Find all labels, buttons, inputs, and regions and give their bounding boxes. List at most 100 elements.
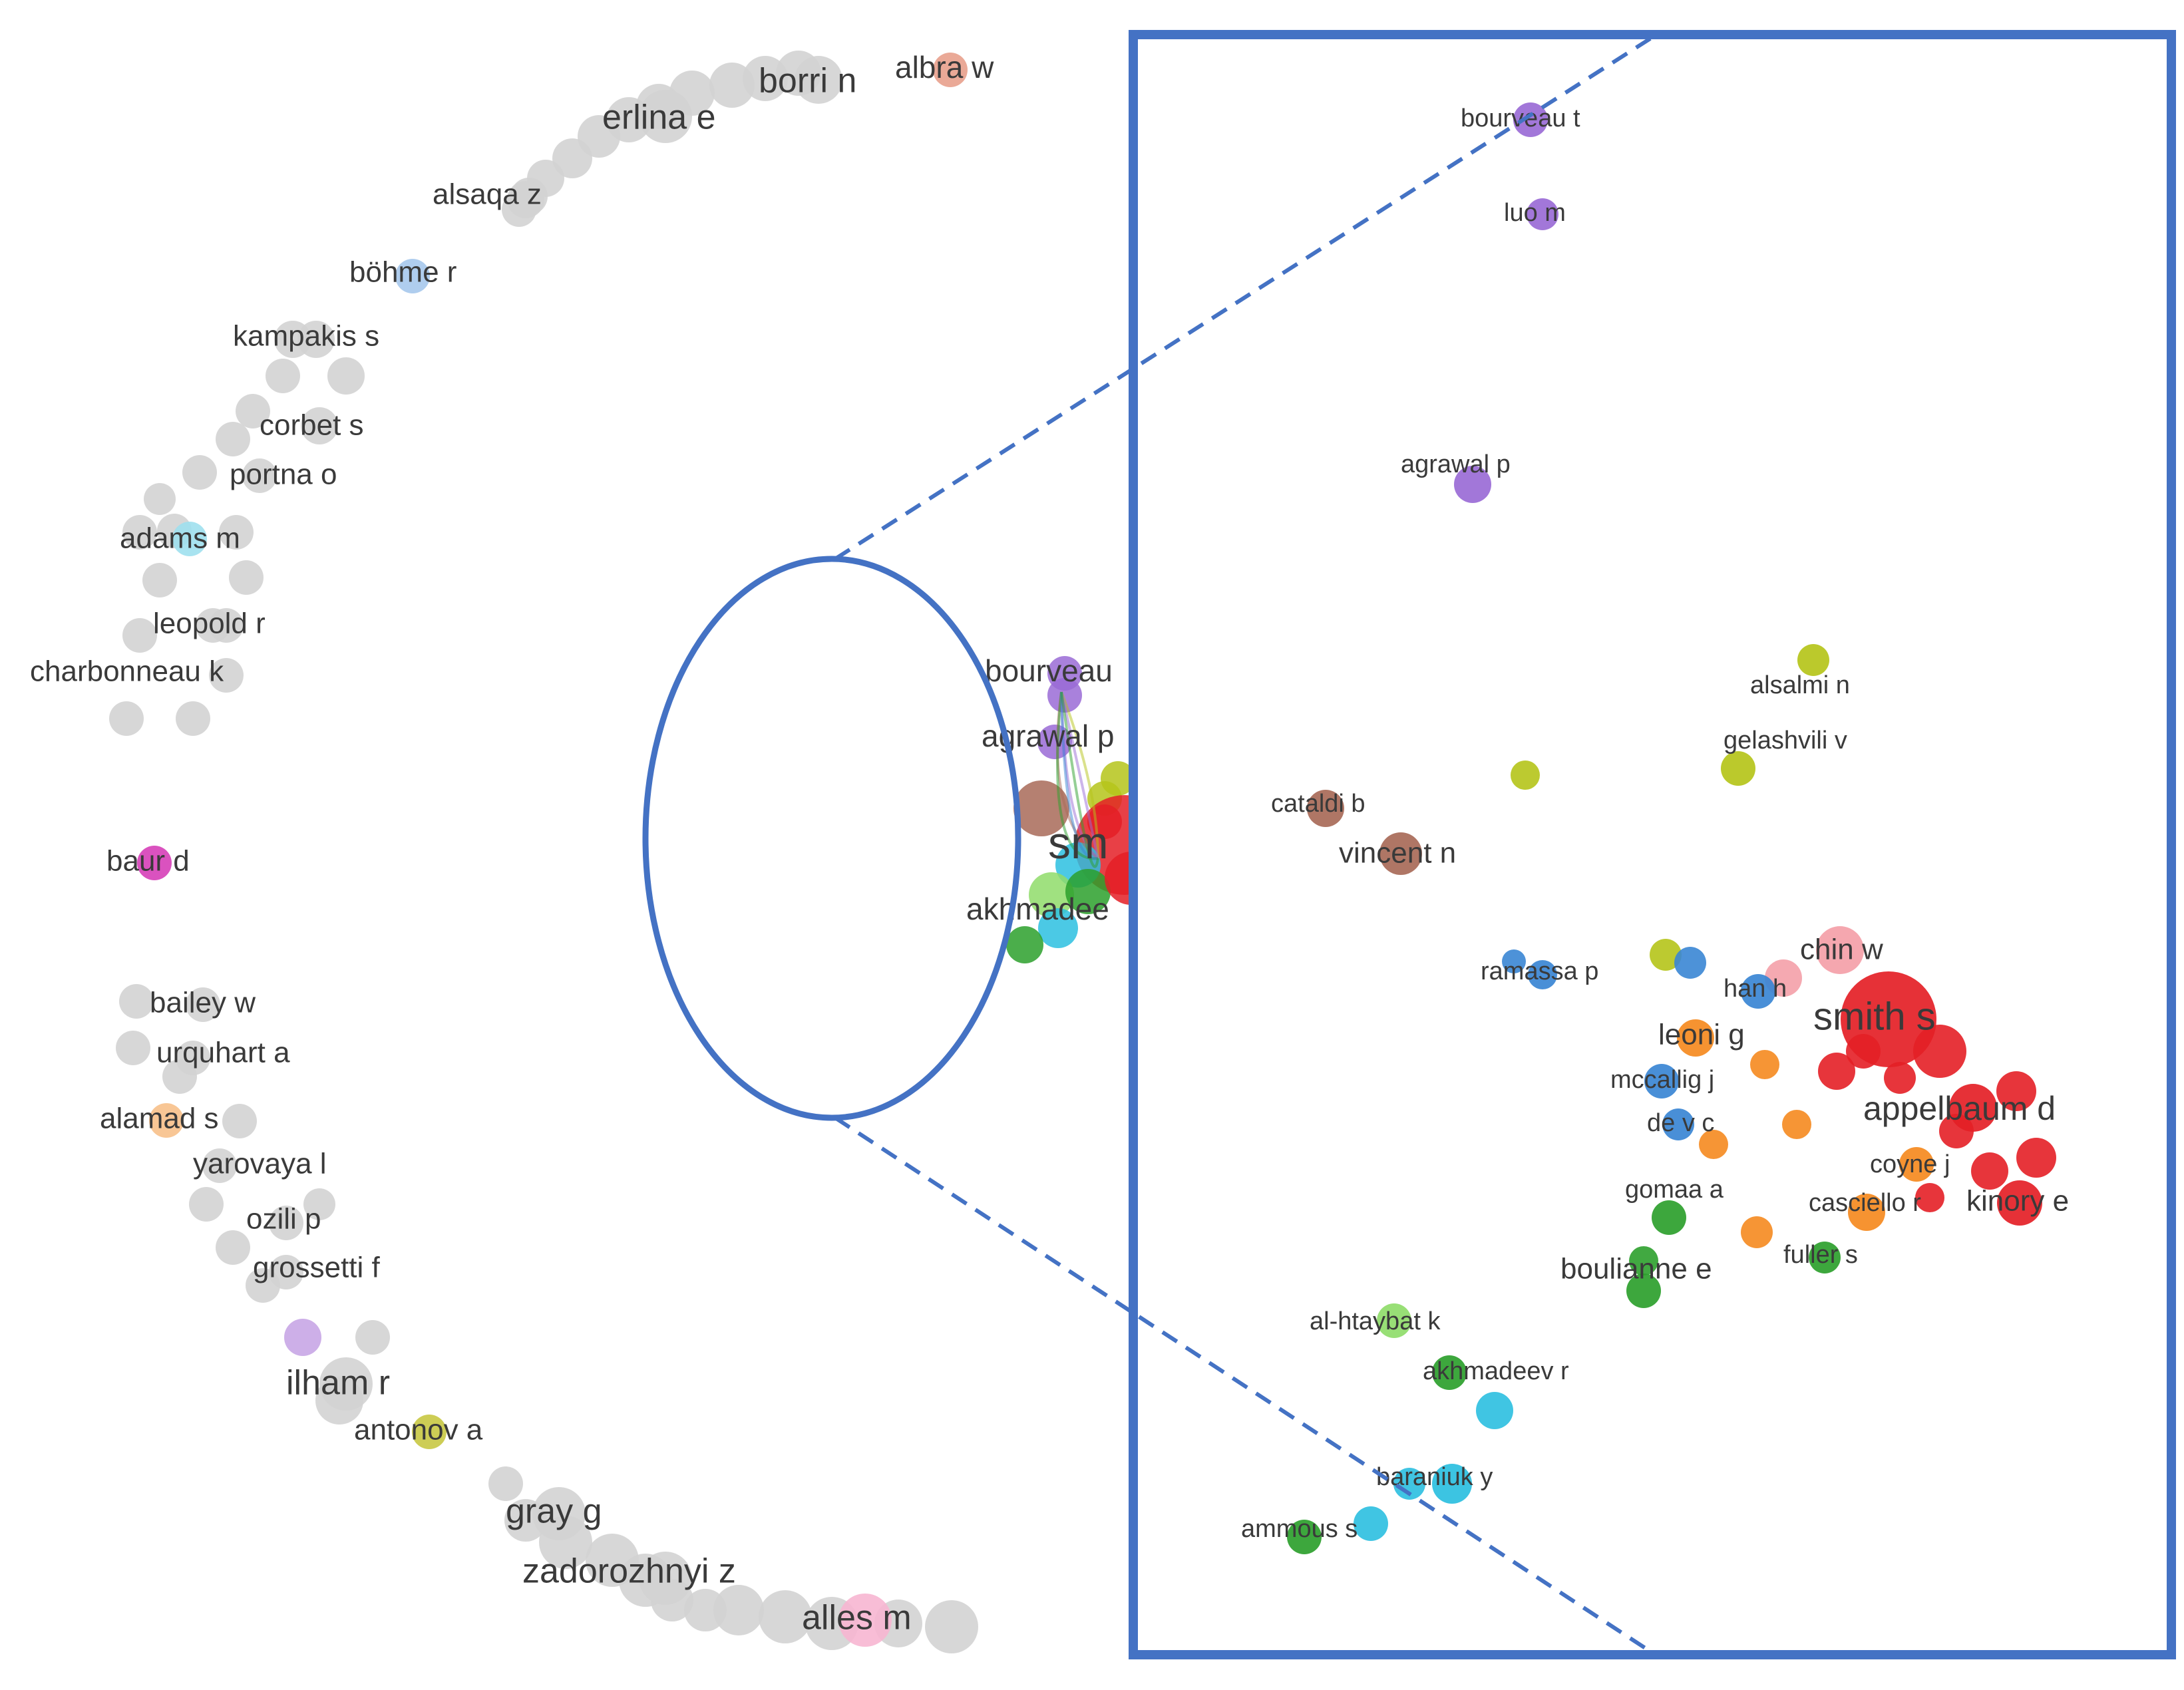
- peripheral-author-node: [266, 359, 300, 393]
- peripheral-author-node: [189, 1187, 224, 1222]
- author-label-urquhart-a: urquhart a: [156, 1037, 290, 1069]
- author-node-de-v-c-zoom: [1662, 1108, 1694, 1140]
- peripheral-author-node: [552, 138, 592, 178]
- peripheral-author-node: [142, 563, 177, 597]
- overview-cutoff-cluster: [1006, 35, 2171, 1655]
- author-label-vincent-n-zoom: vincent n: [1339, 837, 1456, 870]
- author-label-alles-m: alles m: [802, 1599, 912, 1637]
- author-node-boulianne-e-zoom: [1626, 1273, 1661, 1308]
- author-label-bourveau-t-zoom: bourveau t: [1461, 104, 1580, 132]
- peripheral-author-node: [355, 1320, 390, 1355]
- author-label-baraniuk-y-zoom: baraniuk y: [1376, 1463, 1493, 1491]
- peripheral-author-node: [713, 1585, 764, 1635]
- coauthor-node: [1741, 1216, 1773, 1248]
- coauthor-node: [1818, 1053, 1855, 1090]
- author-label-han-h-zoom: han h: [1724, 975, 1787, 1003]
- coauthor-node: [1996, 1071, 2036, 1111]
- author-node-alsalmi-n-zoom: [1797, 644, 1829, 676]
- author-node-alamad-s: [149, 1103, 184, 1138]
- author-label-baur-d: baur d: [106, 845, 190, 878]
- author-node-han-h-zoom: [1741, 974, 1775, 1009]
- main-cluster-node: [1029, 872, 1074, 918]
- author-label-alsaqa-z: alsaqa z: [433, 178, 542, 211]
- main-cluster-node: [1006, 926, 1043, 963]
- coauthor-node: [1699, 1130, 1728, 1159]
- peripheral-author-node: [327, 357, 365, 395]
- author-label-gomaa-a-zoom: gomaa a: [1625, 1176, 1724, 1204]
- coauthor-node: [1915, 1183, 1944, 1212]
- author-node-bohme-r: [395, 259, 430, 293]
- coauthor-node: [1674, 947, 1706, 979]
- author-node-charbonneau-k: [209, 658, 244, 693]
- author-label-alsalmi-n-zoom: alsalmi n: [1750, 671, 1850, 699]
- author-label-bourveau: bourveau: [985, 653, 1113, 688]
- author-label-kampakis-s: kampakis s: [233, 320, 379, 353]
- author-label-borri-n: borri n: [759, 62, 856, 100]
- author-node-borri-n: [795, 56, 842, 104]
- peripheral-author-node: [216, 1230, 250, 1265]
- peripheral-author-node: [236, 394, 270, 428]
- zoom-connector-bottom: [834, 1116, 1652, 1653]
- author-node-baur-d: [137, 846, 172, 880]
- peripheral-author-node: [219, 515, 254, 550]
- author-node-ramassa-p-zoom: [1528, 960, 1557, 989]
- coauthor-node: [1971, 1152, 2008, 1190]
- peripheral-author-node: [229, 560, 264, 595]
- peripheral-author-node: [488, 1466, 523, 1501]
- author-label-bailey-w: bailey w: [150, 987, 256, 1019]
- coauthor-node: [1782, 1110, 1811, 1139]
- author-node-fuller-s-zoom: [1809, 1242, 1841, 1273]
- author-label-yarovaya-l: yarovaya l: [193, 1148, 327, 1180]
- author-label-ilham-r: ilham r: [286, 1364, 390, 1403]
- author-label-agrawal-p-zoom: agrawal p: [1401, 450, 1511, 478]
- coauthor-node: [1884, 1062, 1916, 1094]
- author-node-mccallig-j-zoom: [1644, 1064, 1679, 1098]
- author-node-appelbaum-d-zoom: [1949, 1084, 1997, 1132]
- author-node-urquhart-a: [176, 1041, 210, 1075]
- author-node-agrawal-p-zoom: [1454, 466, 1491, 503]
- author-label-coyne-j-zoom: coyne j: [1870, 1150, 1950, 1178]
- author-node-vincent-n-zoom: [1379, 832, 1422, 875]
- author-label-charbonneau-k: charbonneau k: [30, 655, 224, 688]
- author-label-appelbaum-d-zoom: appelbaum d: [1863, 1090, 2056, 1127]
- author-node-al-htaybat-k-zoom: [1377, 1303, 1411, 1338]
- author-node-yarovaya-l: [202, 1148, 237, 1183]
- author-label-akhmadeev-r-zoom: akhmadeev r: [1423, 1357, 1569, 1385]
- author-node-ozili-p: [269, 1206, 303, 1240]
- author-node-zadorozhnyi-z: [639, 1552, 692, 1605]
- overview-edge: [1060, 691, 1099, 859]
- author-label-casciello-r-zoom: casciello r: [1809, 1189, 1921, 1217]
- overview-edge: [1060, 691, 1099, 859]
- peripheral-author-node: [122, 515, 157, 550]
- author-node-alsaqa-z: [507, 181, 544, 218]
- author-label-gelashvili-v-zoom: gelashvili v: [1724, 727, 1847, 755]
- peripheral-author-node: [284, 1319, 321, 1356]
- zoom-connector-top: [834, 37, 1652, 561]
- peripheral-author-node: [303, 1188, 335, 1220]
- author-label-erlina-e: erlina e: [602, 98, 716, 137]
- author-label-luo-m-zoom: luo m: [1504, 199, 1566, 227]
- coauthor-node: [1393, 1468, 1425, 1500]
- zoom-panel-background: [1133, 35, 2171, 1655]
- author-label-fuller-s-zoom: fuller s: [1783, 1241, 1858, 1269]
- author-node-kampakis-s: [297, 321, 335, 358]
- author-node-luo-m-zoom: [1527, 198, 1558, 230]
- author-node-antonov-a: [412, 1415, 447, 1449]
- overview-edge: [1060, 691, 1099, 868]
- author-node-chin-w-zoom: [1816, 926, 1864, 974]
- peripheral-author-node: [182, 455, 217, 490]
- author-node-gelashvili-v-zoom: [1721, 751, 1755, 786]
- author-node-gomaa-a-zoom: [1652, 1200, 1686, 1235]
- overview-edge: [1056, 691, 1099, 860]
- main-cluster-node: [1065, 869, 1111, 914]
- author-label-leopold-r: leopold r: [153, 607, 266, 640]
- peripheral-author-node: [709, 63, 755, 108]
- author-node-coyne-j-zoom: [1899, 1147, 1934, 1182]
- coauthor-node: [1750, 1050, 1779, 1079]
- author-node-portna-o: [242, 458, 277, 493]
- author-label-corbet-s: corbet s: [260, 409, 364, 442]
- author-label-alamad-s: alamad s: [100, 1102, 219, 1135]
- author-node-gray-g: [532, 1487, 586, 1540]
- coauthor-node: [1476, 1392, 1513, 1429]
